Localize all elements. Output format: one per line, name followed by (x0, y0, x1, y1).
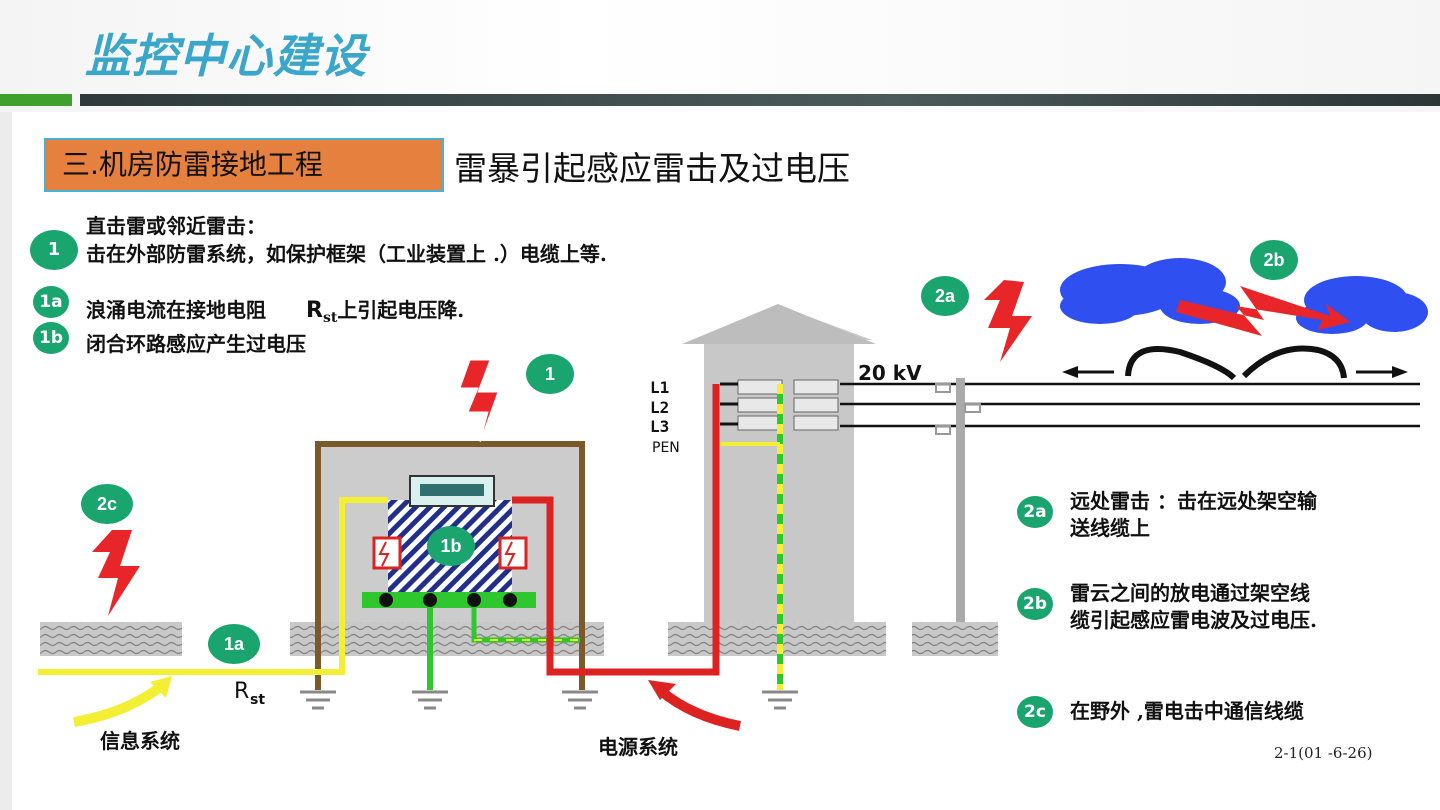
building-interior (318, 444, 582, 622)
arrow-left (1062, 366, 1078, 378)
cloud-discharge-bolt (1176, 286, 1350, 336)
label-rst: R (234, 679, 249, 704)
label-l1: L1 (650, 378, 669, 397)
label-l3: L3 (650, 417, 669, 436)
lightning-bolt-1 (459, 359, 499, 443)
legend-item1a-rst-sub: st (322, 310, 338, 326)
legend-badge-1b: 1b (33, 322, 69, 354)
label-voltage: 20 kV (858, 361, 922, 385)
legend-item1-title: 直击雷或邻近雷击： (86, 214, 266, 238)
substation-roof (682, 304, 876, 344)
soil-pole (912, 622, 998, 656)
header-accent-green (0, 94, 72, 106)
legend-item1-text: 击在外部防雷系统，如保护框架（工业装置上 .）电缆上等. (86, 242, 607, 266)
section-heading: 雷暴引起感应雷击及过电压 (454, 149, 850, 188)
storm-cloud-right (1296, 276, 1428, 334)
legend-badge-2c: 2c (1017, 696, 1053, 728)
label-power-system: 电源系统 (598, 735, 678, 759)
surge-wave-left (1125, 346, 1237, 381)
legend-item2a-text: 远处雷击 ：击在远处架空输送线缆上 (1070, 489, 1317, 540)
substation-body (704, 344, 854, 622)
label-pen: PEN (652, 440, 680, 456)
legend-badge-2b: 2b (1017, 588, 1053, 620)
label-info-system: 信息系统 (100, 729, 180, 753)
arrow-right (1392, 366, 1408, 378)
lightning-bolt-2c (92, 530, 140, 616)
surge-protector-right (498, 536, 528, 570)
surge-protector-left (372, 536, 402, 570)
soil-substation (668, 622, 886, 656)
soil-building (290, 622, 604, 656)
building-frame (315, 441, 585, 690)
section-label: 三.机房防雷接地工程 (44, 138, 444, 192)
utility-pole (956, 378, 965, 622)
diagram-badge-2b: 2b (1263, 250, 1284, 270)
diagram-badge-2a: 2a (935, 286, 956, 306)
soil-left (40, 622, 182, 656)
power-line (512, 384, 720, 676)
legend-badge-1: 1 (30, 230, 78, 270)
surge-wave-right (1241, 345, 1347, 379)
info-line (38, 497, 388, 675)
legend-item2c-text: 在野外 ,雷电击中通信线缆 (1070, 699, 1304, 723)
label-rst-sub: st (250, 692, 265, 708)
substation-house (706, 306, 872, 622)
legend-badge-2a: 2a (1017, 496, 1053, 528)
page-title: 监控中心建设 (85, 29, 367, 83)
power-arrow (656, 686, 741, 731)
legend-item1b-text: 闭合环路感应产生过电压 (86, 332, 306, 356)
info-arrow (73, 680, 168, 727)
header-band (0, 0, 1440, 112)
transformer-boxes (737, 379, 839, 431)
ground-bus (362, 592, 536, 608)
ground-symbols (300, 690, 798, 710)
diagram-badge-1: 1 (545, 364, 555, 384)
legend-badge-1a: 1a (33, 286, 69, 318)
legend-item2b-text: 雷云之间的放电通过架空线缆引起感应雷电波及过电压. (1070, 581, 1317, 632)
legend-item1a-text-b: 上引起电压降. (337, 298, 465, 322)
legend-item1a-text: 浪涌电流在接地电阻 Rst上引起电压降. (86, 294, 464, 326)
diagram-badge-1a: 1a (224, 634, 245, 654)
legend-item1a-text-a: 浪涌电流在接地电阻 (86, 298, 266, 322)
label-l2: L2 (650, 398, 669, 417)
diagram-badge-1b: 1b (440, 536, 461, 556)
left-decor-strip (0, 112, 12, 810)
diagram-badge-2c: 2c (97, 494, 117, 514)
equipment-rack (388, 500, 512, 592)
header-accent-bar (80, 94, 1440, 106)
legend-item1a-rst: R (306, 298, 323, 323)
server-unit (409, 475, 495, 507)
storm-cloud-left (1060, 258, 1240, 324)
footer-code: 2-1(01 -6-26) (1274, 744, 1373, 762)
lightning-bolt-2a (984, 280, 1032, 362)
